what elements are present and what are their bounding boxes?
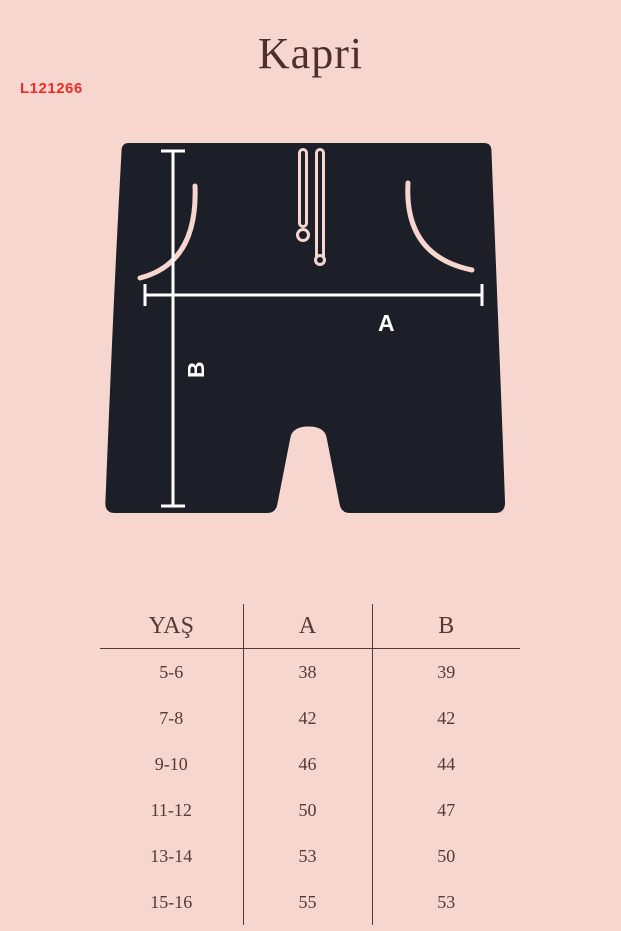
- measure-cell: 44: [437, 753, 456, 774]
- label-a: A: [378, 310, 395, 336]
- label-b: B: [183, 361, 209, 378]
- table-row: 11-12 50 47: [100, 787, 520, 833]
- table-row: 7-8 42 42: [100, 695, 520, 741]
- measure-cell: 50: [242, 787, 373, 833]
- shorts-illustration: A B: [105, 143, 506, 513]
- shorts-diagram: A B: [98, 138, 513, 538]
- table-row: 9-10 46 44: [100, 741, 520, 787]
- age-cell: 7-8: [159, 707, 184, 728]
- column-header: A: [242, 604, 373, 649]
- age-cell: 15-16: [150, 891, 193, 912]
- age-cell: 5-6: [159, 661, 184, 682]
- shorts-shape: [105, 143, 506, 513]
- table-row: 13-14 53 50: [100, 833, 520, 879]
- right-pocket-curve: [405, 180, 475, 273]
- measure-cell: 39: [437, 661, 456, 682]
- column-header: YAŞ: [100, 604, 243, 649]
- column-header: B: [372, 604, 520, 649]
- drawstring-tip: [314, 254, 326, 266]
- left-pocket-curve: [137, 183, 198, 281]
- measure-cell: 42: [242, 695, 373, 741]
- page-title: Kapri: [257, 29, 364, 78]
- measure-cell: 50: [437, 845, 456, 866]
- measure-cell: 55: [242, 879, 373, 925]
- measure-cell: 53: [242, 833, 373, 879]
- table-row: 15-16 55 53: [100, 879, 520, 925]
- age-cell: 13-14: [150, 845, 193, 866]
- measure-cell: 53: [437, 891, 456, 912]
- age-cell: 9-10: [154, 753, 188, 774]
- age-cell: 11-12: [150, 799, 192, 820]
- product-code: L121266: [20, 80, 83, 97]
- measure-cell: 42: [437, 707, 456, 728]
- table-row: 5-6 38 39: [100, 648, 520, 695]
- measure-cell: 47: [437, 799, 456, 820]
- measure-cell: 38: [242, 648, 373, 695]
- measure-cell: 46: [242, 741, 373, 787]
- drawstring-knob: [296, 228, 310, 242]
